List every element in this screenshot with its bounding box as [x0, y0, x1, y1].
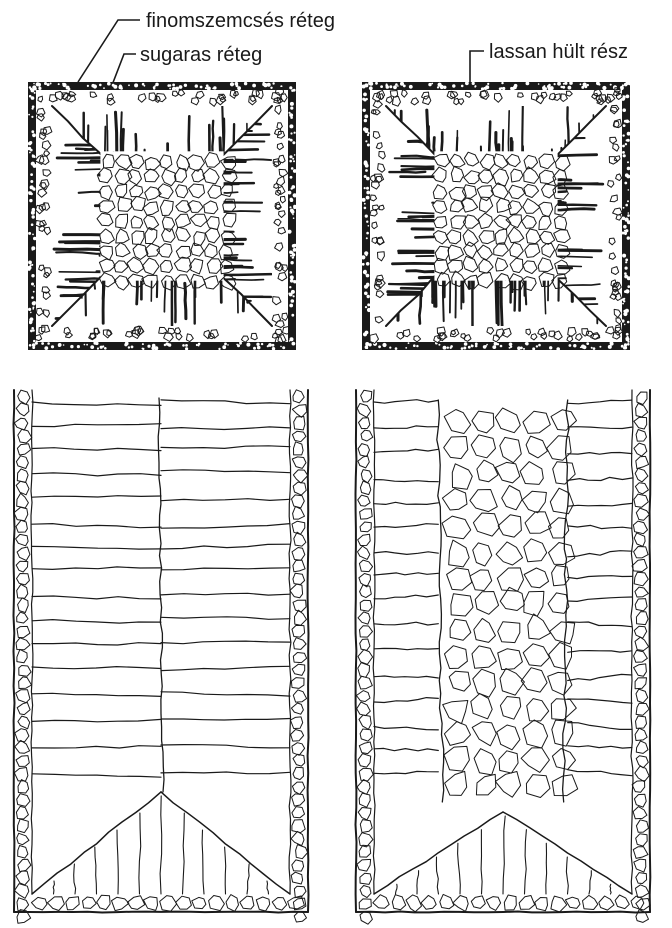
cross-section-slow-cooled-panel	[361, 80, 633, 351]
cross-section-columnar-panel	[23, 82, 297, 351]
label-fine-grained-layer: finomszemcsés réteg	[146, 10, 335, 32]
label-slow-cooled-part: lassan hült rész	[489, 41, 628, 63]
label-columnar-layer: sugaras réteg	[140, 44, 262, 66]
